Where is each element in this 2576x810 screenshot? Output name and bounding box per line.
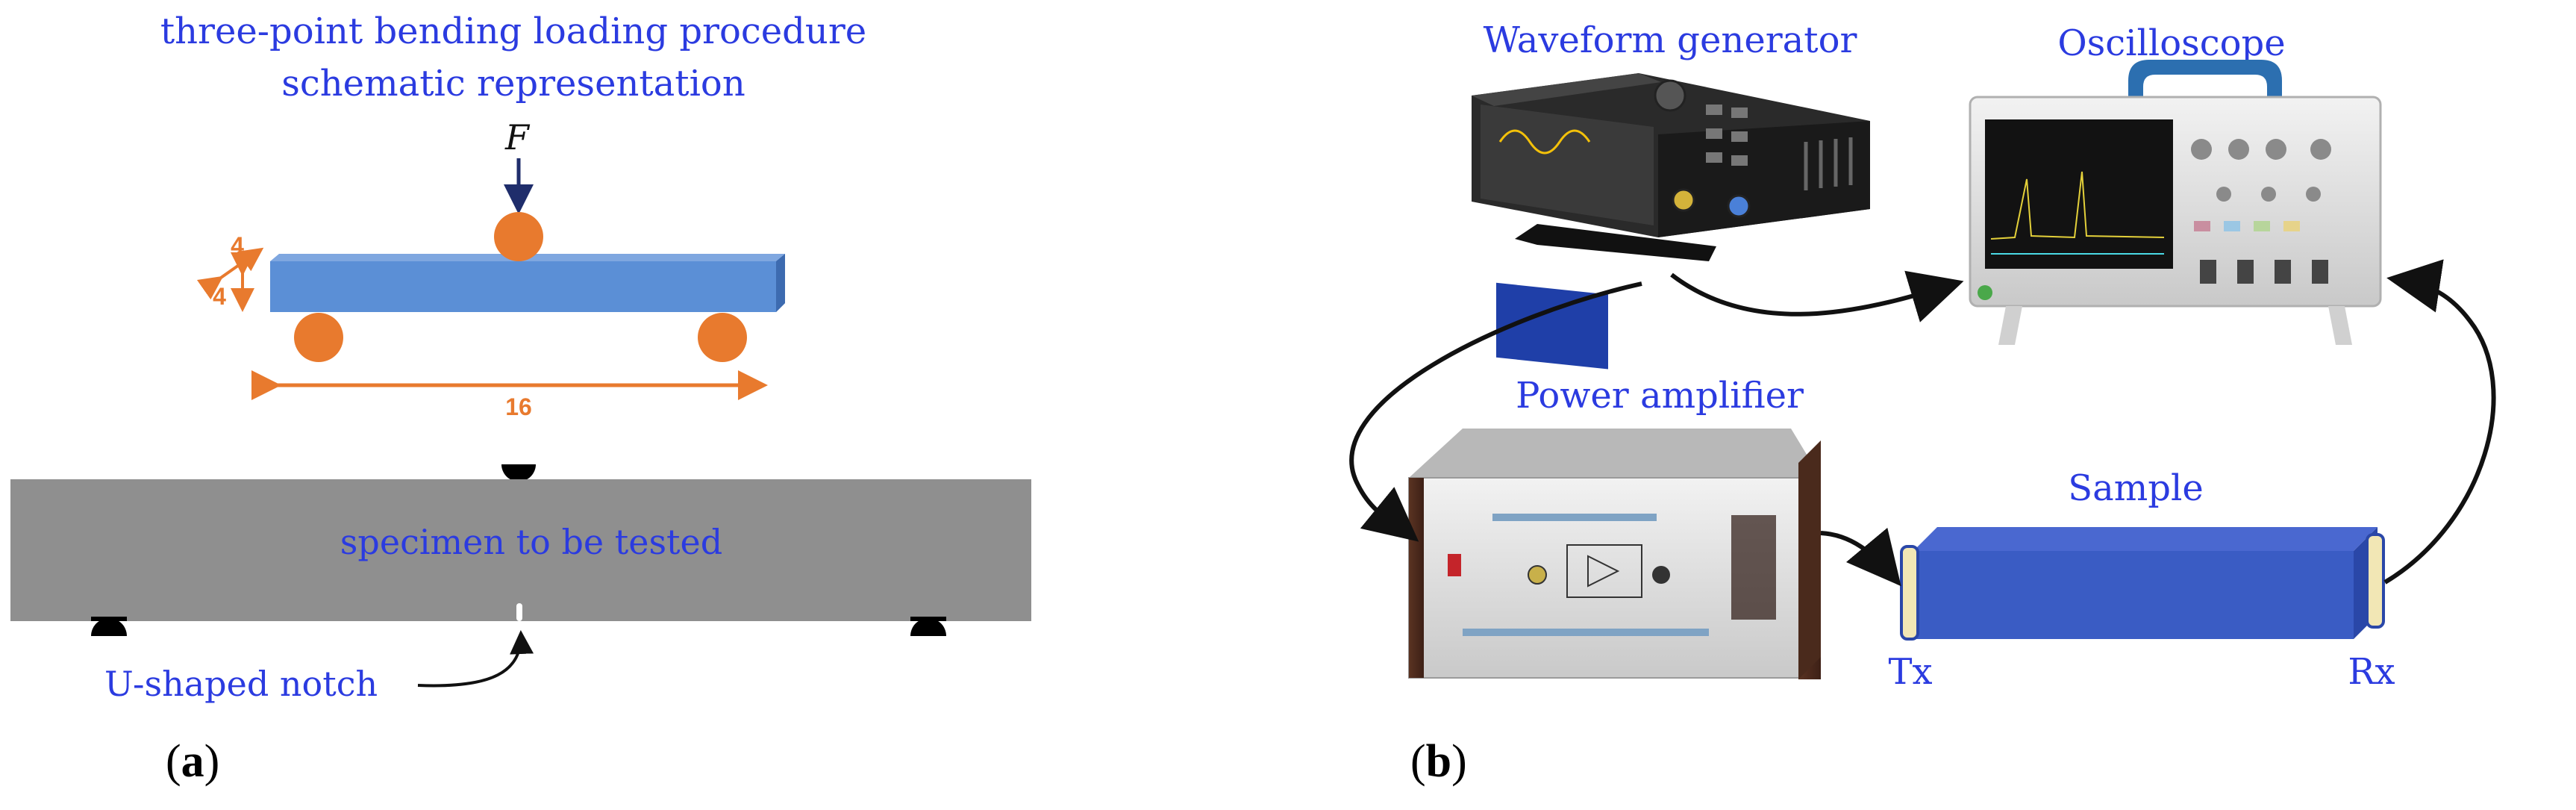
panel-a-title-line2: schematic representation [281, 63, 745, 105]
amp-input [1528, 565, 1547, 585]
wfg-output-1 [1672, 188, 1695, 212]
panel-a: three-point bending loading procedure sc… [10, 10, 1031, 787]
arrow-amplifier-to-sample [1820, 527, 1901, 587]
top-roller [494, 212, 543, 261]
notch-label: U-shaped notch [104, 664, 378, 704]
power-amplifier-device [1408, 429, 1821, 679]
rx-transducer [2366, 533, 2385, 629]
oscilloscope-label: Oscilloscope [2057, 22, 2285, 64]
left-support-stand [91, 617, 127, 621]
amp-output [1652, 566, 1670, 584]
dim-width-label: 4 [231, 232, 244, 259]
dim-height-label: 4 [213, 283, 226, 310]
arrow-wfg-to-amplifier [1349, 281, 1642, 542]
force-label: F [504, 117, 531, 158]
rx-label: Rx [2348, 651, 2395, 693]
wfg-knob [1654, 79, 1686, 112]
top-load-support [501, 464, 536, 482]
specimen [10, 479, 1031, 621]
power-amplifier-label: Power amplifier [1516, 375, 1804, 417]
amp-panel-badge [1566, 544, 1642, 598]
wfg-screen [1496, 282, 1608, 370]
caption-a-letter: a [181, 736, 204, 787]
arrow-sample-to-oscilloscope [2383, 259, 2496, 585]
u-notch [516, 603, 522, 621]
panel-a-title-line1: three-point bending loading procedure [160, 10, 866, 52]
arrow-wfg-to-oscilloscope [1670, 270, 1964, 323]
right-support-roller [698, 313, 747, 362]
beam [270, 254, 785, 312]
tx-transducer [1900, 545, 1919, 641]
dim-length-label: 16 [505, 393, 532, 420]
waveform-generator-device [1472, 73, 1870, 370]
sample-device [1900, 527, 2385, 641]
caption-a-open: ( [166, 736, 181, 787]
left-bottom-support [91, 618, 127, 636]
wfg-output-2 [1727, 194, 1751, 218]
right-bottom-support [910, 618, 946, 636]
specimen-label: specimen to be tested [340, 522, 722, 562]
oscilloscope-device [1969, 60, 2382, 345]
caption-a: (a) [166, 736, 219, 787]
caption-a-close: ) [204, 736, 220, 787]
waveform-generator-label: Waveform generator [1484, 19, 1857, 61]
amp-power-switch [1448, 554, 1461, 576]
caption-b: (b) [1410, 736, 1467, 787]
tx-label: Tx [1888, 651, 1932, 693]
caption-b-close: ) [1451, 736, 1467, 787]
left-support-roller [294, 313, 343, 362]
caption-b-open: ( [1410, 736, 1426, 787]
notch-callout-arrow [417, 630, 534, 688]
caption-b-letter: b [1426, 736, 1451, 787]
panel-b: Waveform generator Oscilloscope Power am… [1349, 19, 2496, 787]
sample-label: Sample [2068, 467, 2204, 509]
right-support-stand [910, 617, 946, 621]
